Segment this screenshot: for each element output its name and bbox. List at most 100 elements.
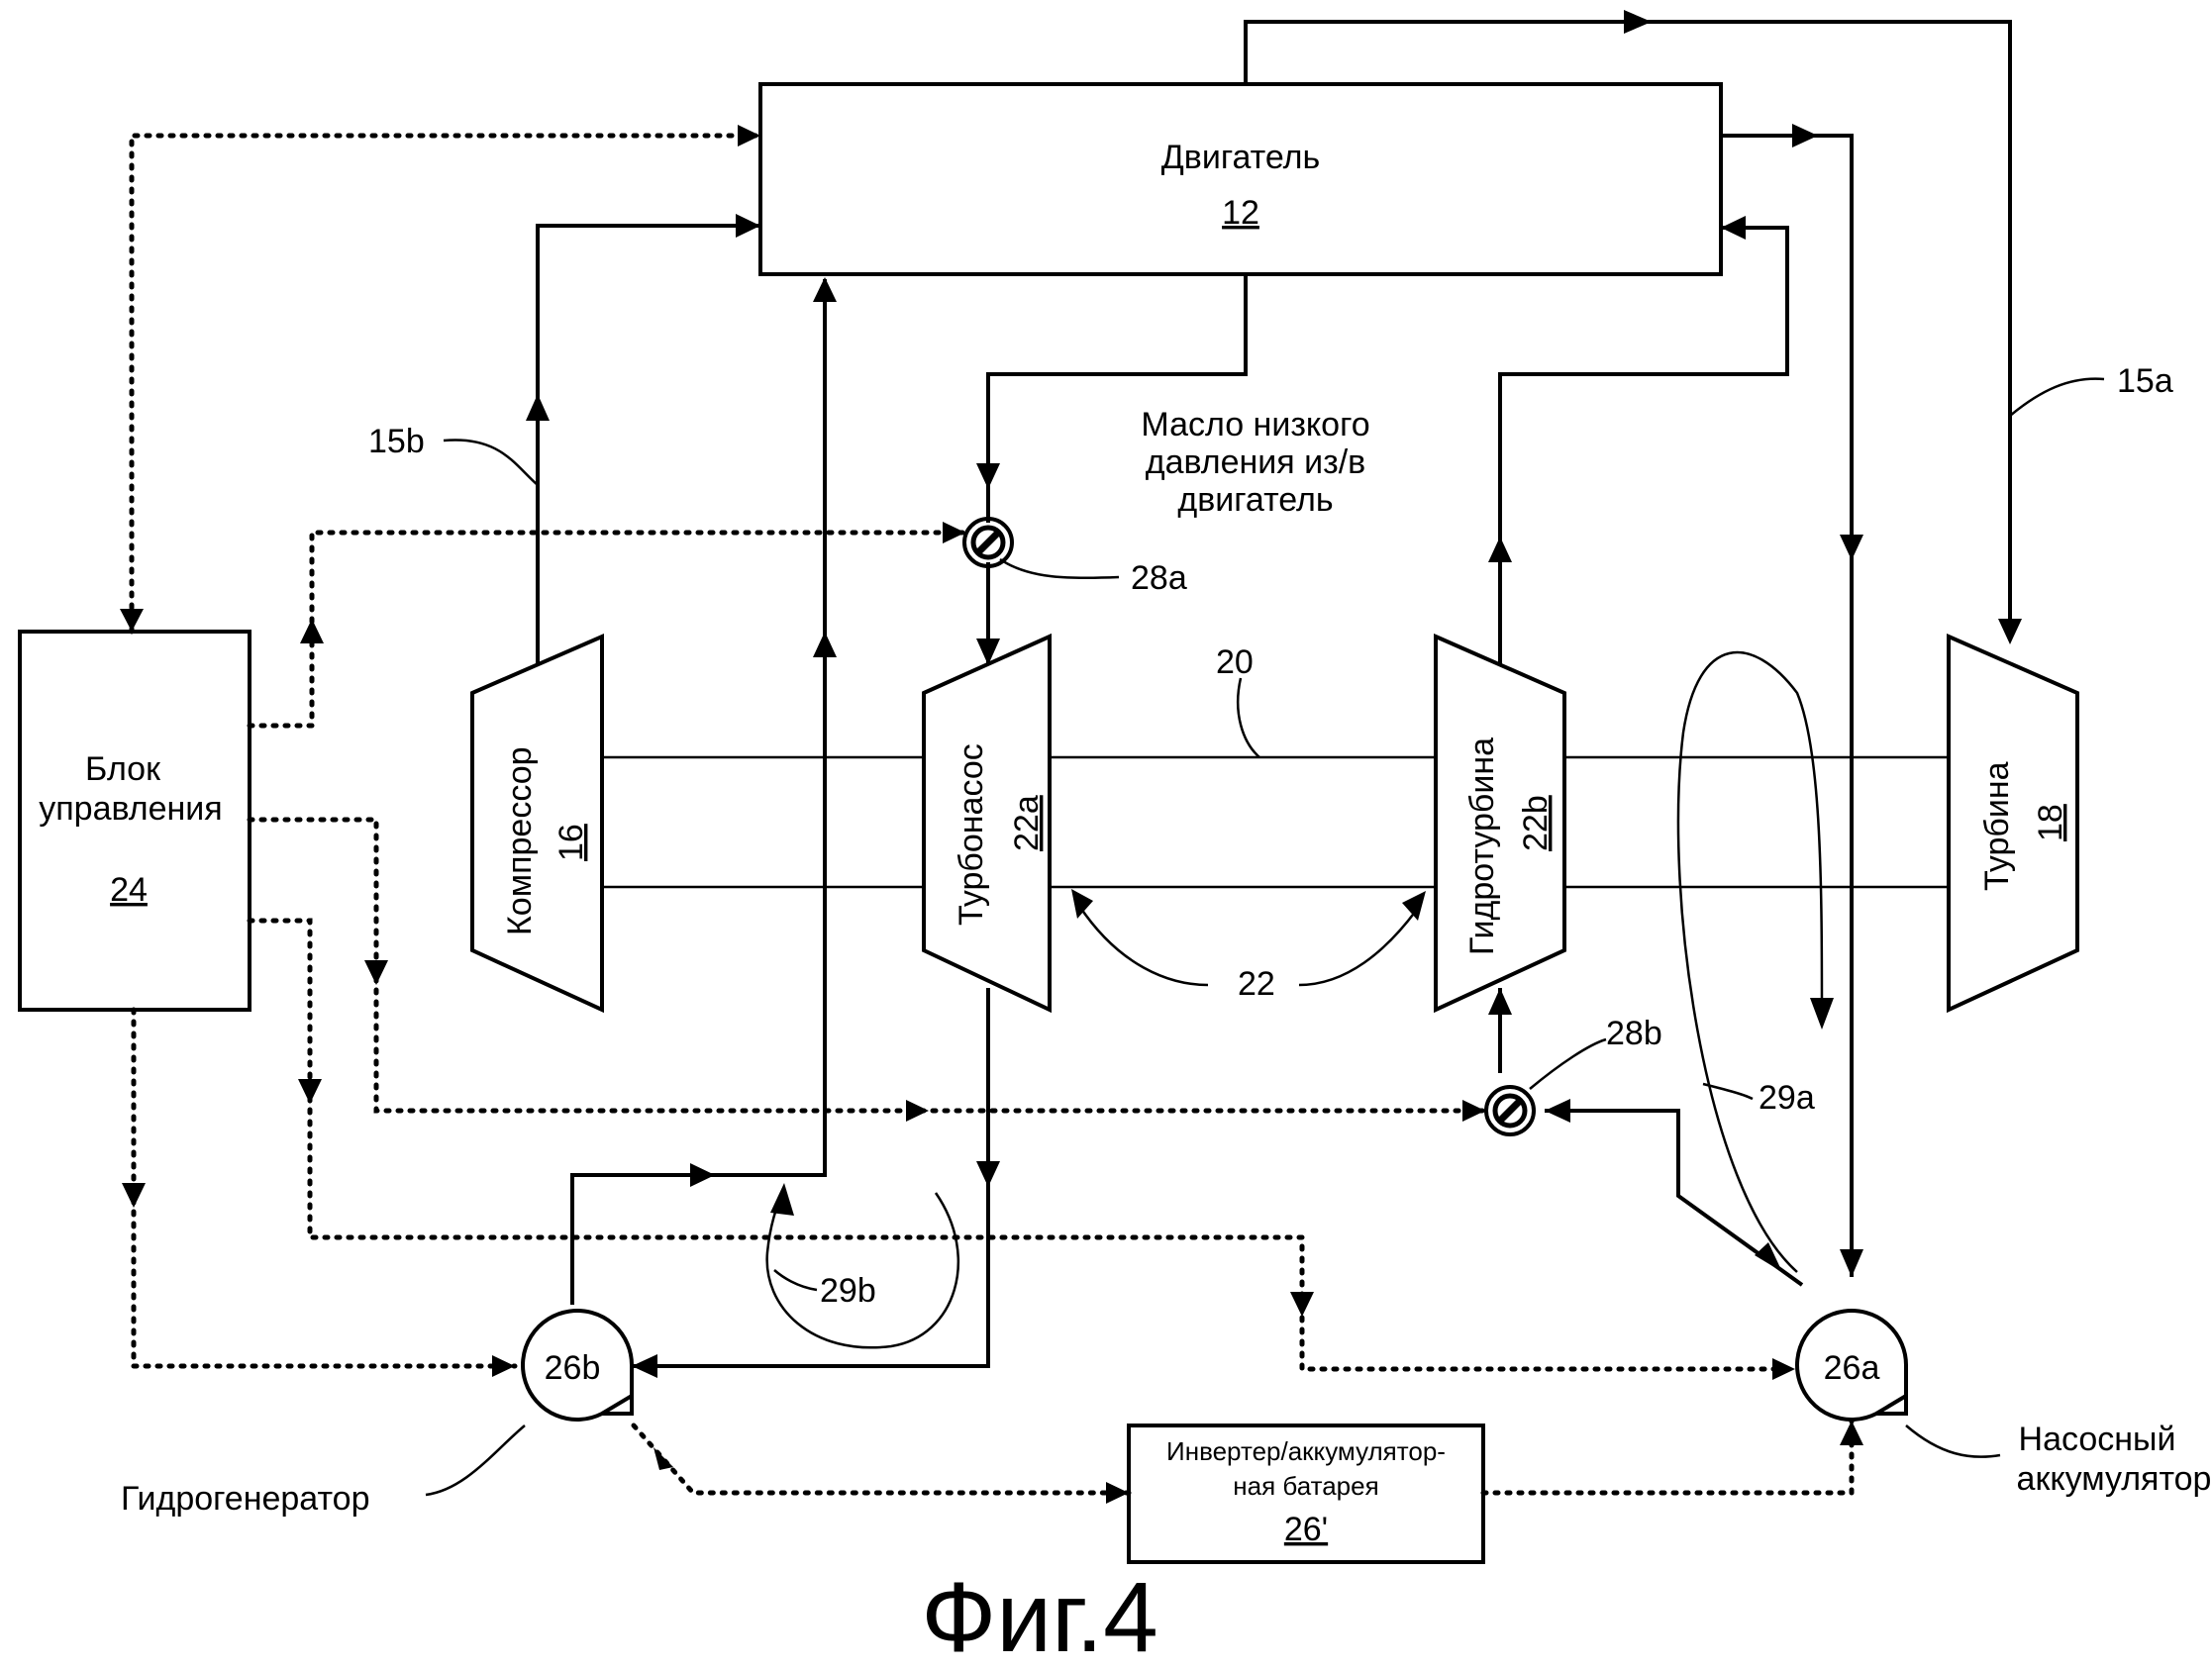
- compressor-name: Компрессор: [501, 746, 539, 935]
- control-block-line2: управления: [39, 790, 222, 828]
- arrow-dot-into-26a: [1772, 1358, 1795, 1380]
- control-block-ref: 24: [110, 871, 148, 909]
- ref-29a: 29a: [1759, 1079, 1815, 1117]
- generator-26b: [521, 1309, 635, 1422]
- arrow-dot-down-28b: [364, 960, 388, 985]
- arrow-dot-up-28a: [300, 619, 324, 643]
- arrow-29b: [770, 1183, 794, 1216]
- flow-loop-29a: [1676, 650, 1824, 1273]
- arrow-into-26b: [632, 1354, 657, 1378]
- pump-26a-line2: аккумулятор: [2017, 1460, 2212, 1498]
- arrow-right-26b: [690, 1163, 715, 1187]
- arrow-dot-mid-28b: [906, 1100, 929, 1122]
- engine-ref: 12: [1222, 194, 1259, 232]
- control-line-28a: [247, 530, 968, 729]
- arrow-dot-control: [120, 609, 144, 632]
- control-block-box: [18, 630, 251, 1012]
- oil-line-hydroturbine-to-engine: [1498, 226, 1789, 665]
- generator-26b-label: Гидрогенератор: [121, 1480, 369, 1518]
- arrow-22-left: [1071, 889, 1093, 919]
- compressor-shape: [470, 633, 604, 1014]
- arrow-up-mid: [813, 632, 837, 657]
- arrow-dot-into-inverter: [1106, 1482, 1129, 1504]
- turbopump-name: Турбонасос: [953, 743, 990, 926]
- arrow-dot-into-28b: [1462, 1100, 1485, 1122]
- ref-22: 22: [1238, 965, 1275, 1003]
- arrow-into-hydroturbine: [1488, 988, 1512, 1015]
- arrow-engine-out: [1792, 124, 1818, 147]
- control-line-engine: [129, 133, 763, 635]
- leader-15a: [2009, 377, 2105, 417]
- arrow-dot-into-26a-bottom: [1840, 1421, 1863, 1445]
- arrow-dot-26a-down: [1290, 1292, 1314, 1317]
- ref-28b: 28b: [1606, 1015, 1662, 1052]
- arrow-29a: [1810, 998, 1834, 1030]
- arrow-into-28b: [1545, 1099, 1570, 1123]
- arrow-dot-26b-out: [654, 1447, 673, 1470]
- hydroturbine-name: Гидротурбина: [1463, 737, 1501, 955]
- arrow-turbine-in: [1998, 619, 2022, 644]
- leader-26a: [1905, 1424, 2001, 1458]
- arrow-dot-down-26b: [122, 1183, 146, 1208]
- arrow-22-right: [1402, 891, 1426, 921]
- control-line-28b: [247, 817, 1488, 1114]
- oil-note-line1: Масло низкого: [1141, 406, 1369, 443]
- hydroturbine-ref: 22b: [1517, 795, 1555, 851]
- turbine-ref: 18: [2032, 804, 2069, 841]
- intake-line-15b: [536, 224, 760, 663]
- arrow-into-28a: [976, 463, 1000, 489]
- arrow-engine-intake: [736, 214, 760, 238]
- power-line-inverter-26a: [1480, 1418, 1855, 1496]
- turbopump-ref: 22a: [1008, 795, 1046, 851]
- arrow-engine-bottom: [813, 277, 837, 302]
- leader-28b: [1529, 1037, 1607, 1090]
- engine-box: [758, 82, 1723, 276]
- leader-26b: [425, 1424, 526, 1497]
- engine-name: Двигатель: [1161, 139, 1320, 176]
- oil-line-engine-to-28a: [986, 274, 1248, 523]
- oil-note-line2: давления из/в: [1146, 443, 1366, 481]
- leader-22-left: [1077, 905, 1209, 987]
- pump-26a-line1: Насосный: [2019, 1421, 2176, 1458]
- arrow-dot-engine: [738, 125, 760, 147]
- arrow-into-turbopump: [976, 639, 1000, 665]
- arrow-top: [1624, 10, 1652, 34]
- pump-26a-ref: 26a: [1824, 1349, 1880, 1387]
- oil-note-line3: двигатель: [1177, 481, 1333, 519]
- power-line-26b-inverter: [631, 1423, 1132, 1496]
- figure-caption: Фиг.4: [921, 1562, 1158, 1670]
- line-engine-to-26a: [1721, 134, 1854, 1277]
- generator-26b-ref: 26b: [545, 1349, 601, 1387]
- arrow-dot-into-26b: [492, 1355, 515, 1377]
- valve-28b: [1484, 1085, 1536, 1136]
- flow-loop-29b: [765, 1192, 959, 1349]
- pump-26a: [1795, 1309, 1909, 1422]
- hydroturbine-shape: [1434, 633, 1566, 1014]
- line-26b-to-engine: [570, 279, 827, 1305]
- ref-15a: 15a: [2117, 362, 2173, 400]
- control-line-26a: [247, 918, 1798, 1372]
- leader-22-right: [1298, 910, 1417, 987]
- arrow-engine-return: [1721, 216, 1746, 240]
- leader-29a: [1702, 1082, 1754, 1101]
- leader-20: [1237, 677, 1260, 758]
- turbine-name: Турбина: [1978, 761, 2016, 891]
- arrow-26a-up: [1755, 1242, 1782, 1272]
- arrow-dot-down-26a: [298, 1079, 322, 1104]
- arrow-down-26a-2: [1840, 1249, 1863, 1277]
- line-26a-to-28b: [1545, 1109, 1804, 1287]
- compressor-ref: 16: [553, 824, 590, 861]
- turbopump-shape: [922, 633, 1052, 1014]
- ref-29b: 29b: [820, 1272, 876, 1310]
- leader-15b: [443, 439, 539, 486]
- control-line-26b: [131, 1007, 518, 1369]
- ref-15b: 15b: [368, 423, 425, 460]
- arrow-hydroturbine-up: [1488, 537, 1512, 562]
- control-block-line1: Блок: [85, 750, 161, 788]
- ref-20: 20: [1216, 643, 1254, 681]
- turbine-shape: [1947, 633, 2079, 1014]
- inverter-ref: 26': [1284, 1511, 1328, 1548]
- arrow-15b-up: [526, 394, 550, 421]
- arrow-down-turbopump: [976, 1161, 1000, 1187]
